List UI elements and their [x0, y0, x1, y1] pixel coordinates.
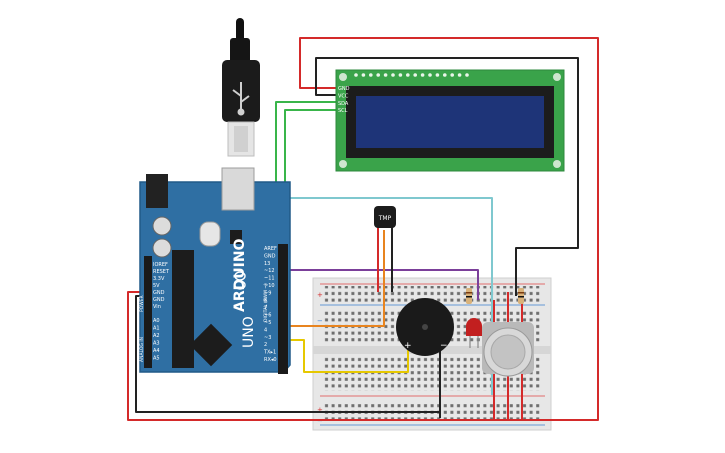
wire-yellow-buzzer — [288, 339, 409, 373]
lcd-header-pin — [391, 73, 395, 77]
lcd-header-pin — [435, 73, 440, 77]
digital-pin-label: ~12 — [264, 268, 275, 274]
digital-pin-label: 7 — [264, 305, 267, 311]
lcd-header-pin — [361, 73, 366, 77]
lcd-header-pin — [450, 73, 455, 77]
wire-black-lcd-gnd — [315, 57, 579, 296]
lcd-header-pin — [406, 73, 410, 77]
buzzer-plus-label: + — [404, 341, 412, 351]
digital-pin-label: 8 — [264, 298, 267, 304]
usb-port — [221, 167, 255, 211]
analog-pin-label: A1 — [153, 326, 160, 332]
power-section-label: POWER — [139, 295, 145, 312]
lcd-pin-label: SDA — [338, 101, 349, 107]
piezo-buzzer: + − — [396, 298, 454, 356]
digital-section-label: DIGITAL (PWM ~) — [263, 283, 269, 322]
lcd-pin-label: SCL — [338, 108, 348, 114]
lcd-header-pin — [457, 73, 462, 77]
digital-header — [278, 244, 288, 374]
digital-pin-label: 4 — [264, 327, 267, 333]
lcd-pin-label: VCC — [338, 93, 349, 99]
red-led — [466, 318, 482, 348]
crystal — [199, 221, 221, 247]
power-pin-label: 3.3V — [153, 276, 165, 282]
wire-green-scl — [284, 109, 337, 262]
lcd-header-pin — [413, 73, 418, 77]
lcd-header-pin — [376, 73, 381, 77]
arduino-uno: AREFGND13~12~11~10~987~6~54~32TX▸1RX◂0IO… — [139, 167, 291, 374]
buzzer-minus-label: − — [440, 341, 448, 351]
wire-red-5v — [127, 37, 599, 421]
analog-pin-label: A2 — [153, 333, 160, 339]
digital-pin-label: ~9 — [264, 290, 271, 296]
lcd-header-pin — [369, 73, 373, 77]
power-pin-label: RESET — [153, 269, 170, 275]
power-jack — [146, 174, 168, 208]
usb-icon — [232, 82, 250, 116]
lcd-header-pin — [398, 73, 403, 77]
infinity-icon — [234, 271, 246, 290]
digital-pin-label: 13 — [264, 261, 270, 267]
rail-plus-label-bottom: + — [317, 406, 323, 414]
digital-pin-label: 2 — [264, 342, 267, 348]
analog-pin-label: A0 — [153, 318, 160, 324]
digital-pin-label: AREF — [264, 246, 277, 252]
lcd-header-pin — [354, 73, 358, 77]
resistor-1 — [466, 288, 472, 304]
atmega-chip — [172, 250, 194, 368]
analog-section-label: ANALOG IN — [139, 337, 145, 362]
sensor-label: TMP — [378, 215, 392, 222]
digital-pin-label: TX▸1 — [263, 350, 276, 356]
lcd-header-pin — [383, 73, 388, 77]
digital-pin-label: ~11 — [264, 276, 275, 282]
digital-pin-label: ~3 — [264, 335, 271, 341]
temperature-sensor: TMP — [374, 206, 396, 228]
lcd-header-pin — [465, 73, 469, 77]
digital-pin-label: GND — [264, 253, 276, 259]
lcd-header-pin — [420, 73, 425, 77]
rail-minus-label: − — [317, 317, 323, 325]
capacitor-2 — [152, 238, 172, 258]
power-header — [144, 256, 152, 368]
power-pin-label: GND — [153, 290, 165, 296]
rail-plus-label: + — [317, 291, 323, 299]
wire-purple-led — [288, 269, 479, 300]
usb-cable — [222, 18, 260, 157]
digital-pin-label: ~6 — [264, 313, 271, 319]
power-pin-label: 5V — [153, 283, 160, 289]
lcd-header-pin — [428, 73, 432, 77]
analog-pin-label: A5 — [153, 356, 160, 362]
analog-pin-label: A3 — [153, 341, 160, 347]
digital-pin-label: ~5 — [264, 320, 271, 326]
gas-sensor — [482, 322, 534, 377]
capacitor — [152, 216, 172, 236]
resistor-2 — [518, 288, 524, 304]
arduino-model-text: UNO — [241, 316, 257, 348]
arduino-logo-text: ARDUINO — [232, 238, 248, 312]
digital-pin-label: ~10 — [264, 283, 275, 289]
digital-pin-label: RX◂0 — [264, 357, 277, 363]
power-pin-label: Vin — [153, 304, 161, 310]
power-pin-label: IOREF — [153, 262, 168, 268]
lcd-header-pin — [443, 73, 447, 77]
lcd-screen — [356, 96, 544, 148]
power-pin-label: GND — [153, 297, 165, 303]
analog-pin-label: A4 — [153, 348, 160, 354]
lcd-pin-label: GND — [338, 86, 350, 92]
